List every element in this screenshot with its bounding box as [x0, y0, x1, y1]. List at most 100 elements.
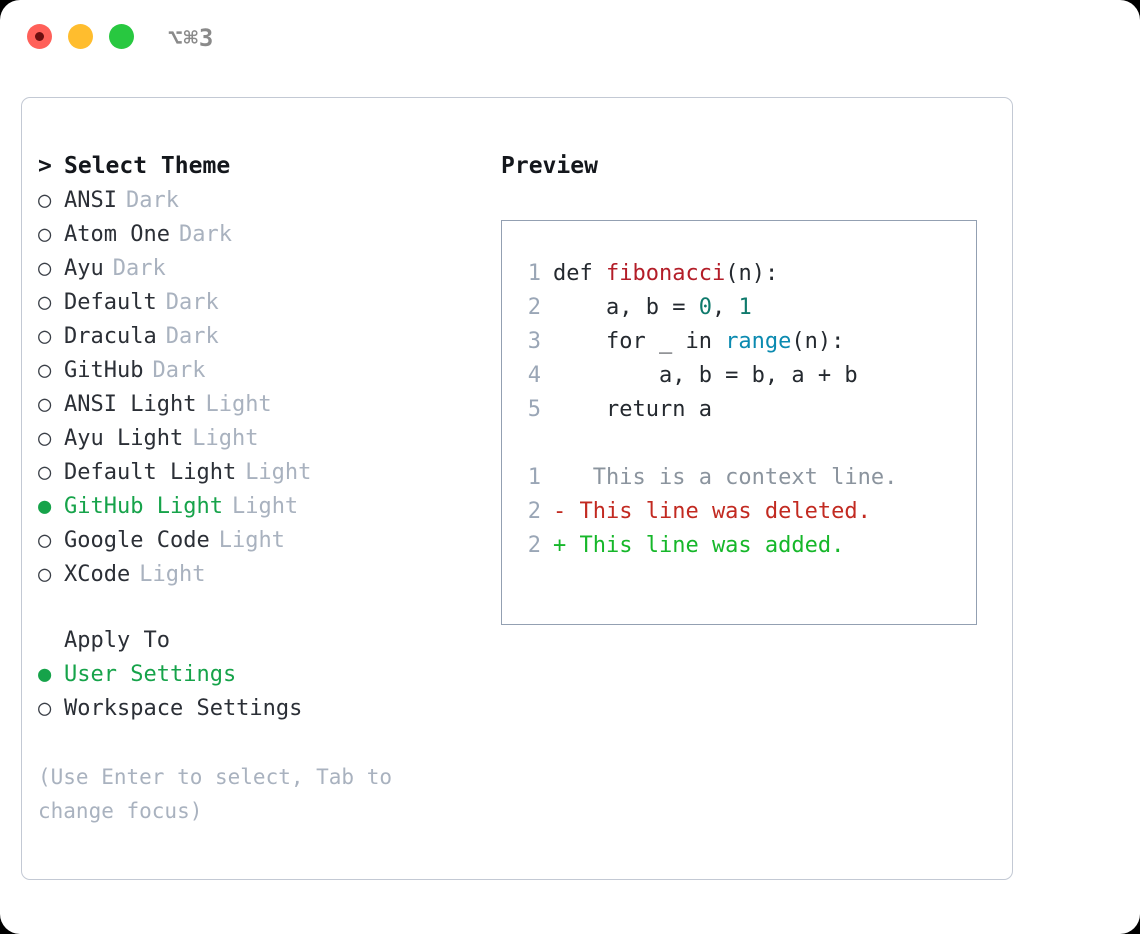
code-line-number: 4	[527, 363, 541, 388]
window-controls	[27, 24, 134, 49]
theme-option-github[interactable]: ○ GitHub Dark	[38, 354, 478, 388]
diff-line-text: This is a context line.	[553, 465, 898, 490]
apply-to-option-user-settings[interactable]: ●User Settings	[38, 658, 478, 692]
apply-to-option-label: Workspace Settings	[64, 696, 303, 721]
theme-variant-tag: Dark	[125, 188, 179, 213]
apply-to-option-workspace-settings[interactable]: ○ Workspace Settings	[38, 692, 478, 726]
maximize-window-button[interactable]	[109, 24, 134, 49]
code-token-plain: for _ in	[553, 329, 726, 354]
spacer	[38, 592, 478, 624]
theme-option-label: ANSI Light	[64, 392, 197, 417]
code-line-text: a, b = b, a + b	[553, 359, 858, 393]
theme-option-ayu-light[interactable]: ○ Ayu Light Light	[38, 422, 478, 456]
theme-variant-tag: Dark	[178, 222, 232, 247]
code-token-call: range	[725, 329, 792, 354]
radio-unselected-icon: ○	[38, 358, 52, 383]
diff-block: 1 This is a context line. 2 - This line wa…	[511, 461, 970, 563]
theme-option-label: Google Code	[64, 528, 210, 553]
radio-unselected-icon: ○	[38, 392, 52, 417]
theme-variant-tag: Dark	[165, 290, 219, 315]
code-line: 1 def fibonacci(n):	[511, 257, 970, 291]
code-line-number: 1	[527, 261, 541, 286]
close-window-button[interactable]	[27, 24, 52, 49]
code-line-number: 3	[527, 329, 541, 354]
prompt-marker-icon: >	[38, 153, 52, 179]
title-bar: ⌥⌘3	[0, 0, 1140, 78]
code-line-text: def fibonacci(n):	[553, 257, 778, 291]
radio-unselected-icon: ○	[38, 460, 52, 485]
diff-line-ctx: 1 This is a context line.	[511, 461, 970, 495]
radio-unselected-icon: ○	[38, 696, 52, 721]
radio-unselected-icon: ○	[38, 426, 52, 451]
radio-unselected-icon: ○	[38, 528, 52, 553]
theme-option-label: Ayu	[64, 256, 104, 281]
code-token-plain: a, b =	[553, 295, 699, 320]
radio-unselected-icon: ○	[38, 324, 52, 349]
select-theme-heading: > Select Theme	[38, 148, 478, 184]
theme-option-label: Default Light	[64, 460, 237, 485]
minimize-window-button[interactable]	[68, 24, 93, 49]
theme-variant-tag: Light	[231, 494, 299, 519]
code-token-plain: def	[553, 261, 606, 286]
code-token-plain: ,	[711, 295, 739, 320]
select-theme-heading-label: Select Theme	[64, 153, 231, 179]
code-token-plain: (n):	[725, 261, 779, 286]
theme-option-google-code[interactable]: ○ Google Code Light	[38, 524, 478, 558]
theme-option-label: Ayu Light	[64, 426, 184, 451]
diff-line-number: 2	[527, 499, 541, 524]
radio-selected-icon: ●	[38, 662, 52, 687]
code-token-plain: return a	[553, 397, 712, 422]
theme-option-label: Dracula	[64, 324, 157, 349]
radio-unselected-icon: ○	[38, 256, 52, 281]
radio-selected-icon: ●	[38, 494, 52, 519]
theme-variant-tag: Light	[245, 460, 312, 485]
diff-line-number: 2	[527, 533, 541, 558]
theme-option-xcode[interactable]: ○ XCode Light	[38, 558, 478, 592]
theme-option-label: GitHub	[64, 358, 144, 383]
theme-option-default-light[interactable]: ○ Default Light Light	[38, 456, 478, 490]
code-line: 2 a, b = 0, 1	[511, 291, 970, 325]
code-token-num: 1	[738, 295, 752, 320]
theme-variant-tag: Dark	[152, 358, 206, 383]
preview-heading: Preview	[501, 153, 598, 179]
theme-variant-tag: Dark	[112, 256, 166, 281]
diff-line-text: - This line was deleted.	[553, 499, 871, 524]
code-line-text: return a	[553, 393, 712, 427]
diff-line-del: 2 - This line was deleted.	[511, 495, 970, 529]
radio-unselected-icon: ○	[38, 188, 52, 213]
diff-line-number: 1	[527, 465, 541, 490]
radio-unselected-icon: ○	[38, 562, 52, 587]
code-line-number: 2	[527, 295, 541, 320]
theme-variant-tag: Light	[192, 426, 259, 451]
theme-variant-tag: Dark	[165, 324, 219, 349]
radio-unselected-icon: ○	[38, 290, 52, 315]
code-line: 3 for _ in range(n):	[511, 325, 970, 359]
theme-option-label: Default	[64, 290, 157, 315]
diff-line-add: 2+ This line was added.	[511, 529, 970, 563]
code-token-plain: (n):	[791, 329, 845, 354]
theme-option-default[interactable]: ○ Default Dark	[38, 286, 478, 320]
code-line: 4 a, b = b, a + b	[511, 359, 970, 393]
theme-option-label: XCode	[64, 562, 131, 587]
theme-option-label: GitHub Light	[64, 494, 223, 519]
apply-to-options: ●User Settings ○ Workspace Settings	[38, 658, 478, 726]
code-token-plain: a, b = b, a + b	[553, 363, 858, 388]
theme-option-dracula[interactable]: ○ Dracula Dark	[38, 320, 478, 354]
theme-option-github-light[interactable]: ● GitHub Light Light	[38, 490, 478, 524]
code-token-fn: fibonacci	[605, 261, 726, 286]
theme-variant-tag: Light	[139, 562, 206, 587]
code-token-num: 0	[698, 295, 712, 320]
theme-option-ayu[interactable]: ○ Ayu Dark	[38, 252, 478, 286]
keyboard-shortcut-label: ⌥⌘3	[168, 24, 215, 52]
theme-variant-tag: Light	[218, 528, 285, 553]
keyboard-hint-text: (Use Enter to select, Tab to change focu…	[38, 765, 393, 823]
